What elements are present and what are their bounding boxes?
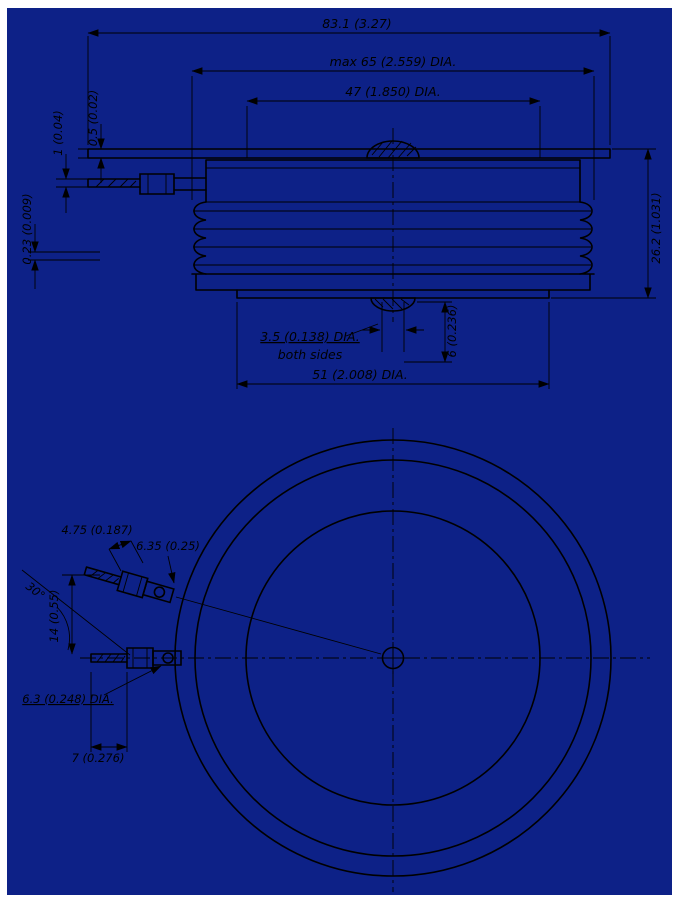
dim-gate-tab-length: 6.35 (0.25): [136, 539, 200, 584]
dim-hole-dia-label: 3.5 (0.138) DIA.: [260, 329, 359, 344]
dim-plate-thickness: 0.5 (0.02): [78, 90, 110, 183]
dim-lead-thickness-label: 1 (0.04): [51, 110, 65, 156]
dim-hole-note-label: both sides: [278, 347, 343, 362]
dim-max-dia: max 65 (2.559) DIA.: [191, 54, 595, 200]
bottom-center-contact: [370, 297, 416, 312]
gate-lead-section: [87, 173, 207, 195]
ceramic-body: [193, 201, 593, 275]
device-circles: [174, 439, 612, 877]
dim-overall-width: 83.1 (3.27): [87, 16, 611, 145]
dim-top-face-dia: 47 (1.850) DIA.: [246, 84, 541, 158]
dim-gate-offset-label: 14 (0.55): [47, 590, 61, 643]
dim-gate-lead-length-label: 7 (0.276): [72, 751, 125, 765]
dim-top-face-dia-label: 47 (1.850) DIA.: [345, 84, 440, 99]
dim-height-label: 26.2 (1.031): [649, 192, 663, 263]
dim-gate-tab-width-label: 4.75 (0.187): [61, 523, 132, 537]
top-center-contact: [366, 140, 420, 159]
dim-max-dia-label: max 65 (2.559) DIA.: [330, 54, 457, 69]
dim-recess-depth-label: 6 (0.236): [445, 305, 459, 358]
top-pole-piece: [205, 159, 581, 203]
dim-plate-thickness-label: 0.5 (0.02): [86, 90, 100, 147]
plan-view: 4.75 (0.187) 6.35 (0.25) 30° 14 (0.55) 6…: [21, 428, 650, 892]
dim-recess-depth: 6 (0.236): [404, 301, 459, 363]
dim-lead-thickness: 1 (0.04): [51, 110, 88, 213]
dim-gate-lead-length: 7 (0.276): [72, 672, 128, 765]
gate-axis-leader: [175, 596, 382, 655]
top-plate: [87, 148, 611, 159]
dim-bottom-face-dia-label: 51 (2.008) DIA.: [312, 367, 407, 382]
dim-overall-width-label: 83.1 (3.27): [322, 16, 391, 31]
dim-gate-offset: 14 (0.55): [47, 574, 100, 655]
dim-offset: 0.23 (0.009): [20, 193, 100, 289]
dim-gate-hole-dia-label: 6.3 (0.248) DIA.: [22, 692, 113, 706]
dim-gate-tab-width: 4.75 (0.187): [61, 523, 144, 572]
side-view: 83.1 (3.27) max 65 (2.559) DIA. 47 (1.85…: [20, 16, 663, 389]
dim-hole-dia: 3.5 (0.138) DIA. both sides: [260, 302, 424, 362]
dim-gate-tab-length-label: 6.35 (0.25): [136, 539, 200, 553]
dim-offset-label: 0.23 (0.009): [20, 193, 34, 264]
dim-bottom-face-dia: 51 (2.008) DIA.: [236, 302, 550, 389]
dim-height: 26.2 (1.031): [551, 148, 663, 299]
